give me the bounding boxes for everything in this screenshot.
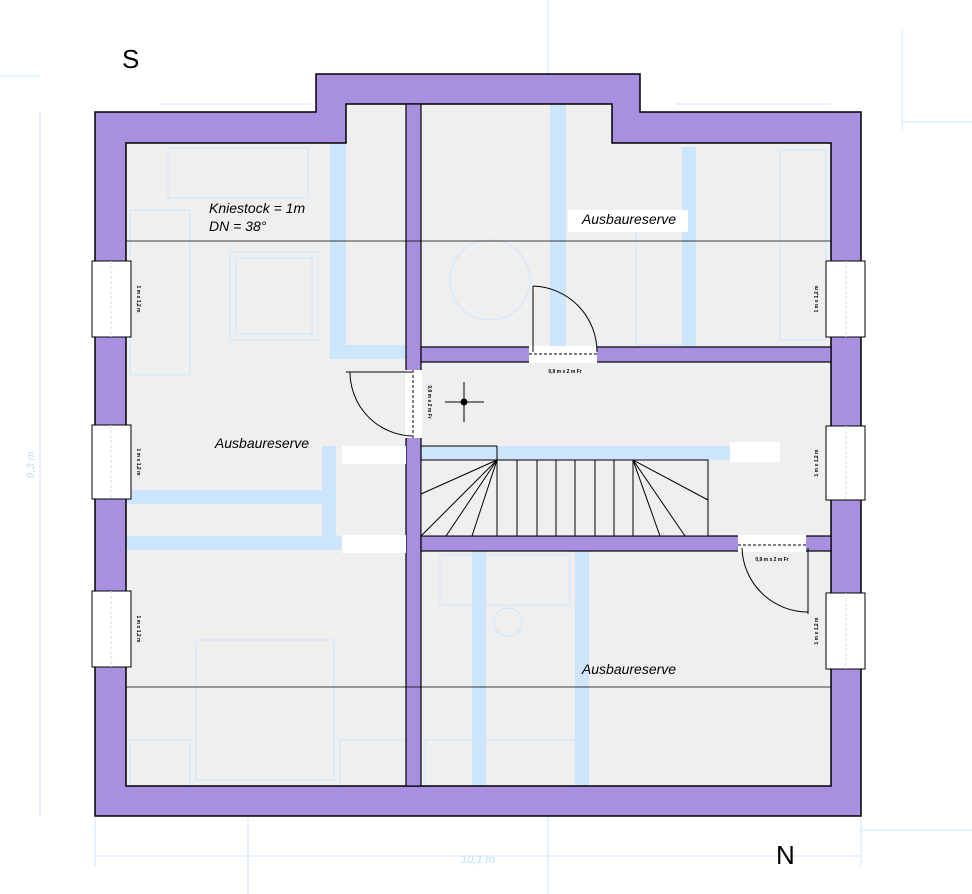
interior-wall-vertical [405,103,422,787]
window-left-3[interactable]: 1 m x 1,2 m [91,590,141,668]
window-right-2[interactable]: 1 m x 1,2 m [814,425,866,501]
compass-north: N [776,840,795,870]
kniestock-note: Kniestock = 1m [209,200,305,216]
door-1[interactable]: 0,9 m x 2 m Fr [529,285,598,375]
crosshair-cursor-icon [445,382,484,422]
window-right-2-label: 1 m x 1,2 m [814,449,820,477]
window-left-3-label: 1 m x 1,2 m [135,616,141,644]
room-label-lower-right: Ausbaureserve [581,661,676,677]
window-left-1[interactable]: 1 m x 1,2 m [91,260,141,338]
depth-dimension: 9,3 m [25,451,37,479]
window-right-3[interactable]: 1 m x 1,2 m [814,592,866,670]
wall-opening [342,446,406,464]
exterior-wall [94,73,862,817]
window-left-2-label: 1 m x 1,2 m [135,449,141,477]
roof-pitch-note: DN = 38° [209,218,267,234]
staircase[interactable] [420,445,709,537]
label-background [568,210,688,232]
window-left-2[interactable]: 1 m x 1,2 m [91,424,141,500]
window-right-1-label: 1 m x 1,2 m [814,285,820,313]
interior-wall-upper [420,346,832,363]
wall-opening [730,442,780,462]
door-2[interactable]: 0,9 m x 2 m Fr [346,370,432,438]
width-dimension: 10,1 m [461,854,495,866]
window-right-3-label: 1 m x 1,2 m [814,617,820,645]
door-2-label: 0,9 m x 2 m Fr [426,385,432,418]
door-1-label: 0,9 m x 2 m Fr [548,369,581,375]
wall-opening [342,535,406,553]
door-3[interactable]: 0,9 m x 2 m Fr [738,535,809,614]
room-label-left: Ausbaureserve [214,435,309,451]
furniture-underlay [126,104,827,787]
window-left-1-label: 1 m x 1,2 m [135,286,141,314]
compass-south: S [122,44,139,74]
door-3-label: 0,9 m x 2 m Fr [755,557,788,563]
window-right-1[interactable]: 1 m x 1,2 m [814,260,866,338]
room-label-upper-right: Ausbaureserve [581,211,676,227]
floor-area [126,104,831,786]
